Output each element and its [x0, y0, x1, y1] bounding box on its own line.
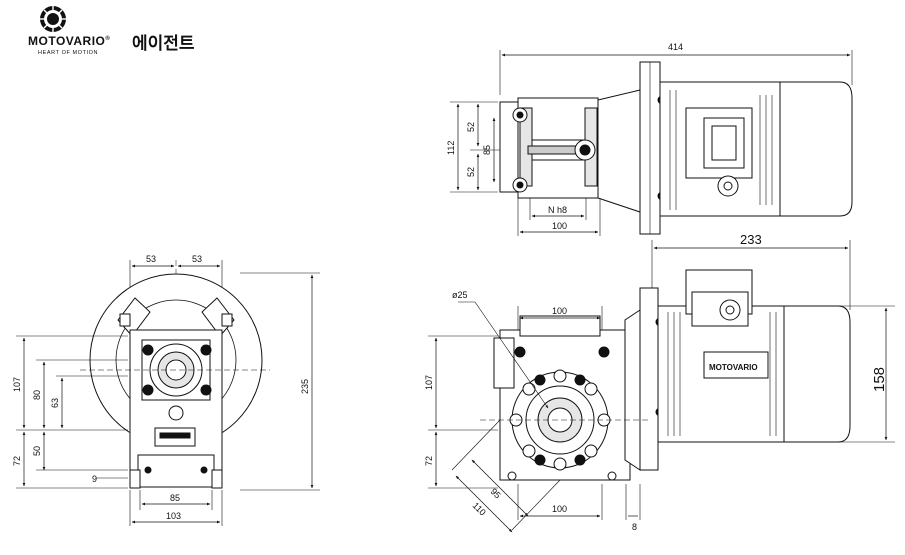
brand-name: MOTOVARIO®	[28, 34, 111, 48]
dim-85-top: 85	[482, 145, 492, 155]
dim-100-side-bottom: 100	[552, 504, 567, 514]
registered-mark: ®	[105, 36, 111, 42]
dim-52-lower: 52	[466, 167, 476, 177]
dim-53-left: 53	[146, 254, 156, 264]
dim-50: 50	[32, 446, 42, 456]
brand-tagline: HEART OF MOTION	[38, 50, 99, 56]
dim-112: 112	[446, 141, 456, 155]
dim-overall-length: 414	[668, 42, 683, 52]
dim-dia25: ø25	[452, 290, 468, 300]
dim-100-top-view: 100	[552, 221, 567, 231]
gear-logo-icon	[40, 6, 66, 32]
dim-110: 110	[471, 500, 488, 517]
dim-63: 63	[50, 398, 60, 408]
brand-block: MOTOVARIO® 에이전트 HEART OF MOTION	[28, 4, 228, 60]
dim-53-right: 53	[192, 254, 202, 264]
dim-235: 235	[300, 379, 310, 394]
dim-158: 158	[871, 367, 888, 392]
dim-100-side-top: 100	[552, 306, 567, 316]
dim-80: 80	[32, 390, 42, 400]
dim-72-front: 72	[12, 456, 22, 466]
dim-103: 103	[166, 511, 181, 521]
dim-9: 9	[92, 474, 97, 484]
dim-8: 8	[632, 522, 637, 532]
motor-label: MOTOVARIO	[709, 363, 758, 372]
brand-korean-name: 에이전트	[132, 34, 195, 54]
dim-85-front: 85	[170, 493, 180, 503]
front-view	[16, 260, 320, 526]
top-view	[450, 50, 853, 236]
dim-107-front: 107	[12, 377, 22, 392]
dim-52-upper: 52	[466, 122, 476, 132]
dim-107-side: 107	[424, 375, 434, 390]
dim-n-h8: N h8	[548, 205, 567, 215]
dim-233: 233	[740, 232, 762, 247]
side-view	[428, 240, 895, 533]
dim-72-side: 72	[424, 456, 434, 466]
